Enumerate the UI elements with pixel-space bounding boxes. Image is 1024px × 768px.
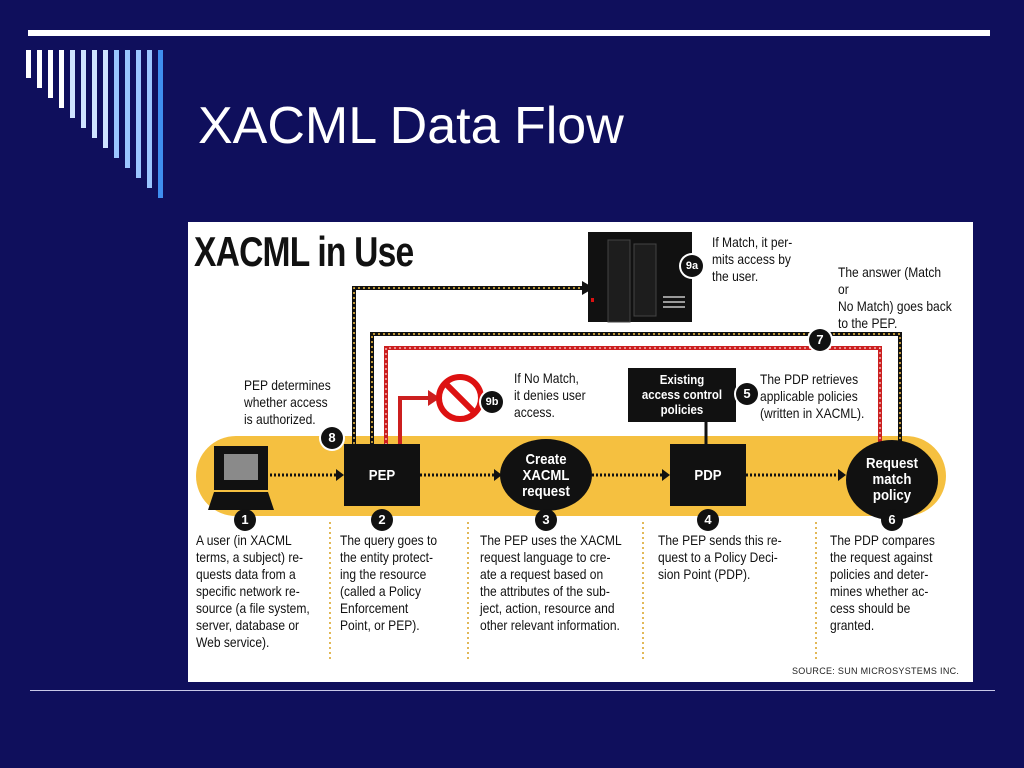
- flow-arrow-3: [662, 469, 670, 481]
- pdp-node: [670, 444, 746, 506]
- create-request-node: [500, 439, 592, 511]
- request-match-node: [846, 440, 938, 520]
- bottom-rule: [30, 690, 995, 691]
- create-request-label: Create XACML request: [522, 451, 570, 500]
- no-entry-icon: [436, 374, 484, 422]
- request-match-label: Request match policy: [865, 455, 919, 504]
- flow-arrow-2: [494, 469, 502, 481]
- server-icon: [588, 232, 692, 323]
- flow-arrow-1: [336, 469, 344, 481]
- step-9b-badge: 9b: [481, 391, 503, 413]
- step-6-badge: 6: [881, 509, 903, 531]
- step-8-badge: 8: [321, 427, 343, 449]
- step-5-text: The PDP retrieves applicable policies (w…: [760, 371, 865, 421]
- connector-step-9b: [398, 396, 430, 454]
- step-2-badge: 2: [371, 509, 393, 531]
- pdp-label: PDP: [694, 467, 722, 484]
- policies-label: Existing access control policies: [641, 372, 723, 417]
- computer-icon: [208, 446, 274, 510]
- connector-outer-dots: [371, 333, 901, 454]
- step-4-text: The PEP sends this re- quest to a Policy…: [658, 532, 782, 582]
- step-2-text: The query goes to the entity protect- in…: [340, 532, 438, 633]
- pep-label: PEP: [368, 467, 396, 484]
- diagram-title: XACML in Use: [194, 228, 414, 275]
- source-credit: SOURCE: SUN MICROSYSTEMS INC.: [792, 666, 960, 676]
- policies-node: [628, 368, 736, 422]
- accent-stripe: [158, 50, 163, 198]
- accent-stripe: [125, 50, 130, 168]
- accent-stripe: [81, 50, 86, 128]
- accent-stripe: [147, 50, 152, 188]
- accent-stripe: [48, 50, 53, 98]
- accent-stripe: [92, 50, 97, 138]
- connector-step-9a-dots: [353, 287, 582, 454]
- accent-stripe: [59, 50, 64, 108]
- xacml-diagram: XACML in Use PEP Create XACML request PD…: [188, 222, 973, 682]
- step-3-badge: 3: [535, 509, 557, 531]
- accent-stripe: [70, 50, 75, 118]
- step-8-text: PEP determines whether access is authori…: [244, 377, 331, 427]
- diagram-graphics: [196, 232, 946, 660]
- step-3-text: The PEP uses the XACML request language …: [480, 532, 622, 633]
- connector-step-7: [384, 346, 882, 454]
- accent-stripe: [26, 50, 31, 78]
- step-9a-badge: 9a: [681, 255, 703, 277]
- accent-stripe: [136, 50, 141, 178]
- top-rule: [28, 30, 990, 36]
- arrowhead-9b: [428, 390, 440, 406]
- pep-node: [344, 444, 420, 506]
- step-7-badge: 7: [809, 329, 831, 351]
- slide-title: XACML Data Flow: [198, 97, 624, 155]
- accent-stripe: [103, 50, 108, 148]
- step-5-badge: 5: [736, 383, 758, 405]
- flow-arrow-4: [838, 469, 846, 481]
- step-9a-text: If Match, it per- mits access by the use…: [712, 234, 793, 284]
- step-1-text: A user (in XACML terms, a subject) re- q…: [196, 532, 310, 650]
- step-7-text: The answer (Match or No Match) goes back…: [838, 264, 952, 331]
- accent-stripe: [37, 50, 42, 88]
- step-9b-text: If No Match, it denies user access.: [514, 370, 586, 420]
- step-1-badge: 1: [234, 509, 256, 531]
- step-6-text: The PDP compares the request against pol…: [830, 532, 935, 633]
- accent-stripe: [114, 50, 119, 158]
- step-4-badge: 4: [697, 509, 719, 531]
